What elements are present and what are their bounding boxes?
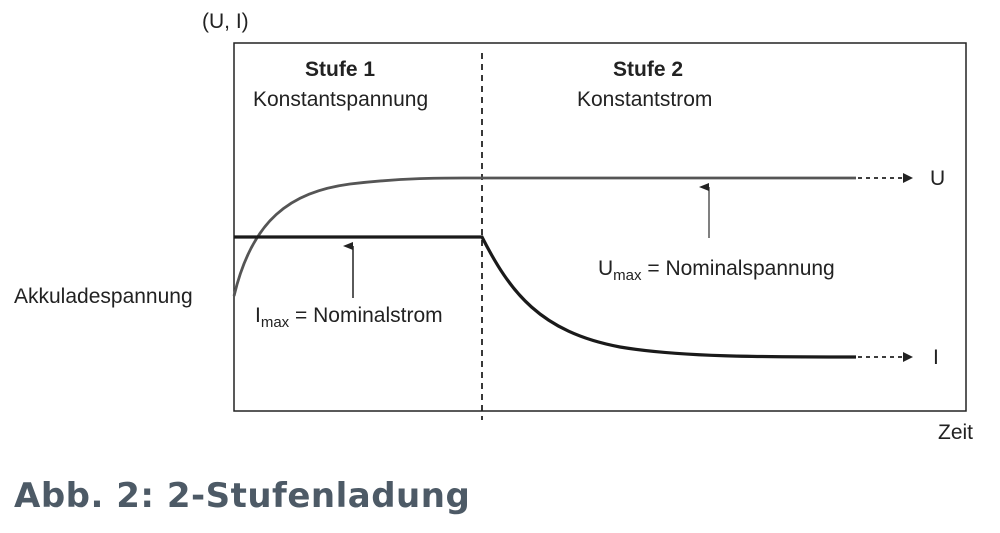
stage1-mode: Konstantspannung: [253, 88, 429, 111]
imax-subscript: max: [260, 314, 290, 332]
imax-label: Imax = Nominalstrom: [255, 304, 443, 331]
x-axis-label: Zeit: [938, 421, 974, 444]
imax-text: = Nominalstrom: [289, 304, 443, 327]
umax-symbol: U: [598, 257, 614, 280]
y-axis-label: (U, I): [202, 10, 249, 33]
stage2-mode: Konstantstrom: [577, 88, 713, 111]
start-voltage-label: Akkuladespannung: [14, 285, 193, 308]
stage2-title: Stufe 2: [613, 58, 684, 81]
umax-subscript: max: [613, 267, 642, 285]
stage1-title: Stufe 1: [305, 58, 376, 81]
voltage-curve-label: U: [930, 167, 946, 190]
figure-caption: Abb. 2: 2-Stufenladung: [14, 476, 471, 516]
current-curve-label: I: [933, 346, 939, 369]
imax-symbol: I: [255, 304, 261, 327]
plot-frame: [233, 42, 967, 412]
umax-label: Umax = Nominalspannung: [598, 257, 835, 284]
current-curve: [234, 235, 857, 359]
voltage-curve: [232, 176, 856, 297]
umax-text: = Nominalspannung: [641, 257, 835, 280]
